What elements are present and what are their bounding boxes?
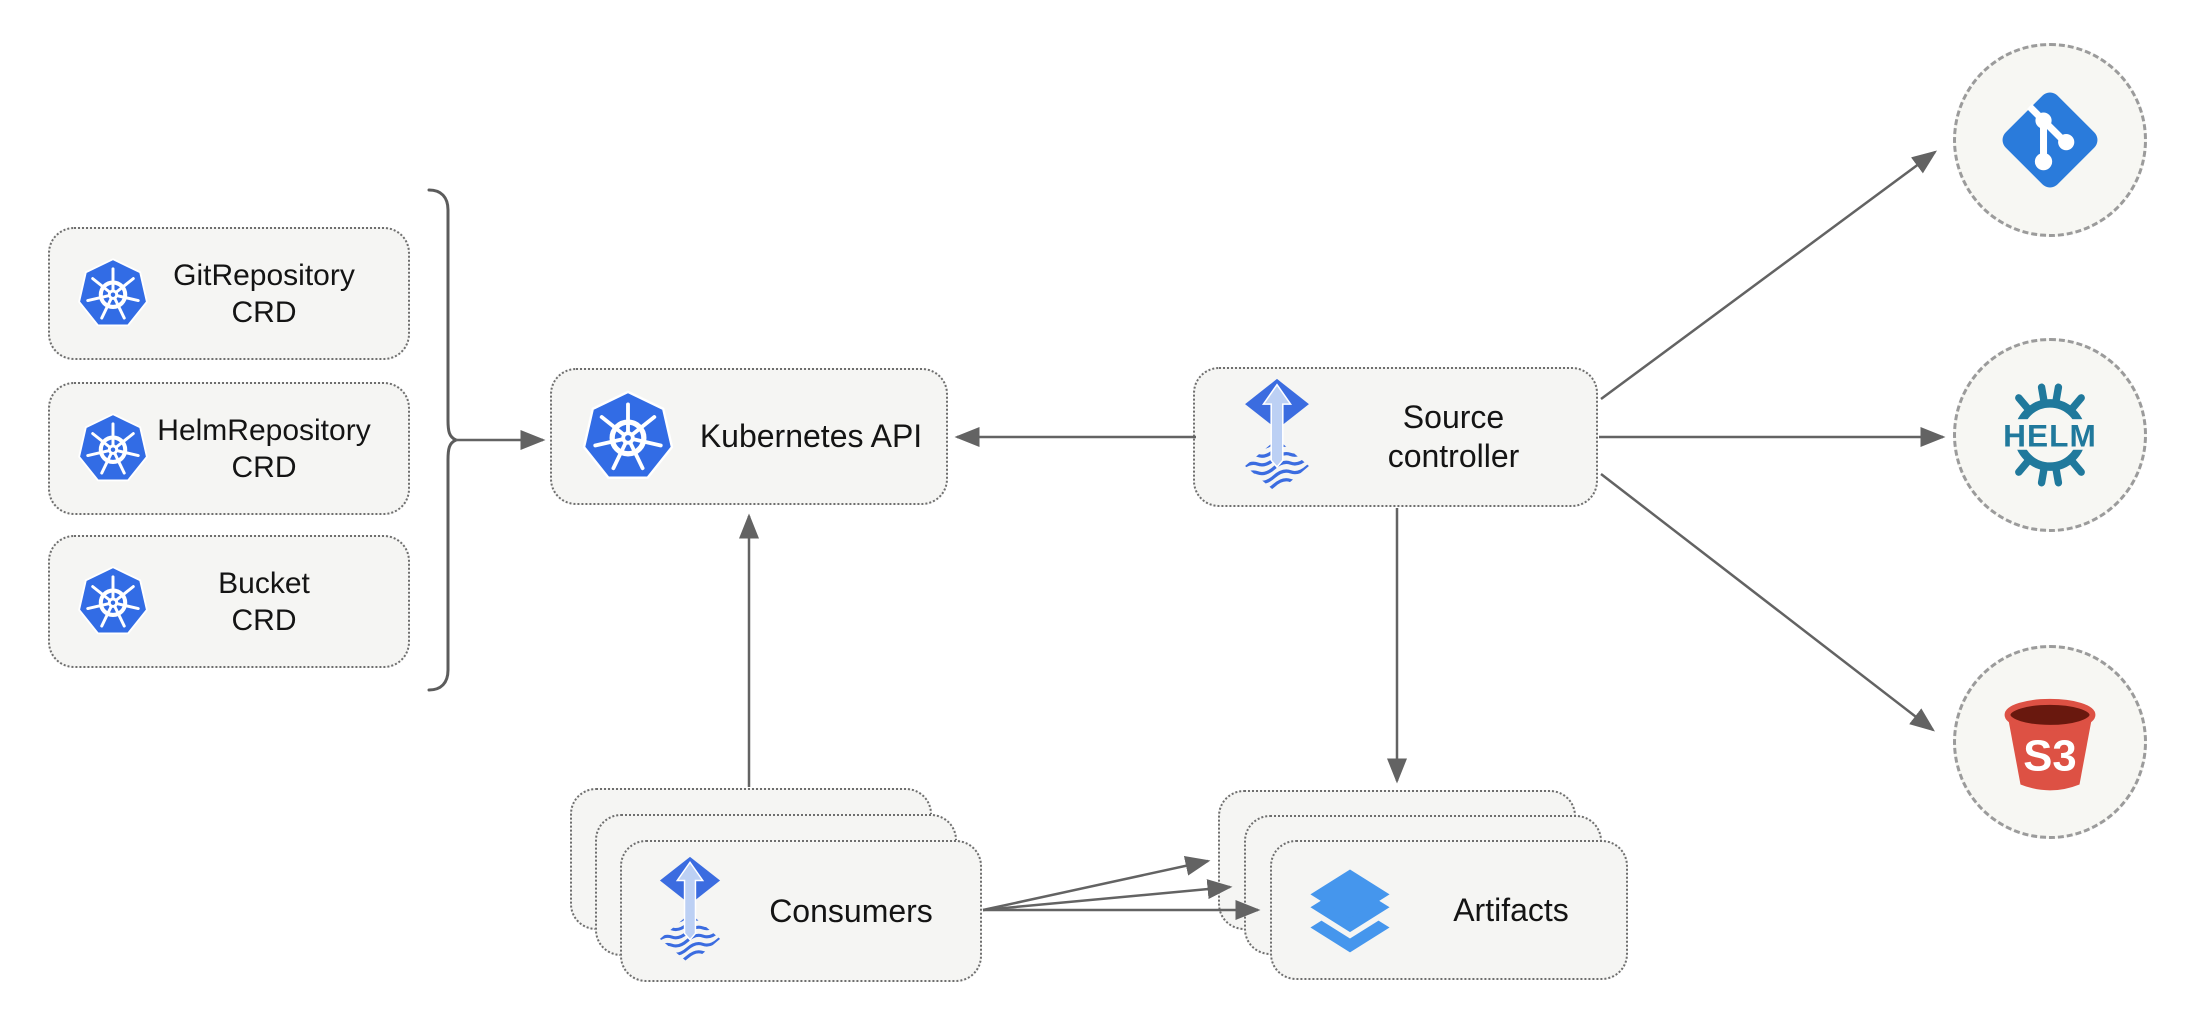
helm-remote-node [1953,338,2147,532]
helm-icon [1992,377,2108,493]
artifacts-label: Artifacts [1396,891,1626,930]
bucket-crd-node: Bucket CRD [48,535,410,668]
label-line: Kubernetes API [699,418,923,454]
kubernetes-icon [580,389,676,485]
git-icon [1996,86,2104,194]
kubernetes-api-label: Kubernetes API [676,417,946,456]
label-line: HelmRepository [157,413,371,447]
kubernetes-icon [76,565,150,639]
kubernetes-icon [76,257,150,331]
gitrepository-crd-label: GitRepository CRD [150,257,408,331]
gitrepository-crd-node: GitRepository CRD [48,227,410,360]
edge-consumers-to-artifacts-1 [982,856,1211,912]
label-line: CRD [231,450,297,484]
helmrepository-crd-node: HelmRepository CRD [48,382,410,515]
kubernetes-api-node: Kubernetes API [550,368,948,505]
label-line: controller [1387,438,1520,474]
label-line: Consumers [769,892,933,929]
layers-icon [1304,864,1396,956]
source-controller-label: Source controller [1311,398,1596,476]
artifacts-node: Artifacts [1270,840,1628,980]
consumers-label: Consumers [722,892,980,931]
crd-group-bracket [427,188,460,692]
flux-icon [1243,377,1311,497]
label-line: Source [1402,399,1505,435]
label-line: Bucket [218,566,310,600]
git-remote-node [1953,43,2147,237]
helmrepository-crd-label: HelmRepository CRD [150,412,408,486]
label-line: GitRepository [173,258,355,292]
bucket-crd-label: Bucket CRD [150,565,408,639]
consumers-node: Consumers [620,840,982,982]
s3-bucket-icon [1991,683,2109,801]
flux-icon [658,855,722,968]
label-line: Artifacts [1453,891,1569,928]
source-controller-node: Source controller [1193,367,1598,507]
edge-source-to-s3 [1600,473,1935,732]
s3-remote-node [1953,645,2147,839]
edge-source-to-git [1600,150,1938,401]
label-line: CRD [231,603,297,637]
label-line: CRD [231,295,297,329]
kubernetes-icon [76,412,150,486]
edge-consumers-to-artifacts-2 [982,879,1233,912]
